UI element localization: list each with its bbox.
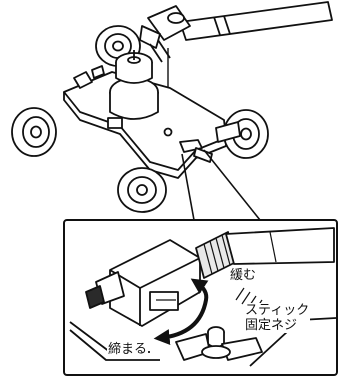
stick-fix-screw-small (179, 139, 213, 163)
detail-inset (63, 219, 338, 376)
extension-stick (179, 1, 333, 41)
stick-ballhead (139, 5, 191, 63)
label-tighten: 締まる (107, 342, 149, 357)
stick-tip (85, 271, 125, 309)
platform-block (107, 117, 123, 129)
wheel-left (11, 107, 57, 157)
dolly-overview (11, 1, 333, 213)
wing-screw-left (73, 65, 105, 89)
zoom-lines (181, 149, 261, 221)
wheel-front (117, 167, 167, 213)
wheel-right (215, 109, 269, 159)
label-loosen: 緩む (229, 268, 258, 283)
stick-tube-detail (225, 227, 335, 265)
label-stick-fix-screw: スティック 固定ネジ (244, 303, 311, 333)
center-panhead (109, 50, 159, 120)
stick-fix-wing-screw (175, 326, 263, 361)
rotation-arrow (153, 278, 209, 346)
